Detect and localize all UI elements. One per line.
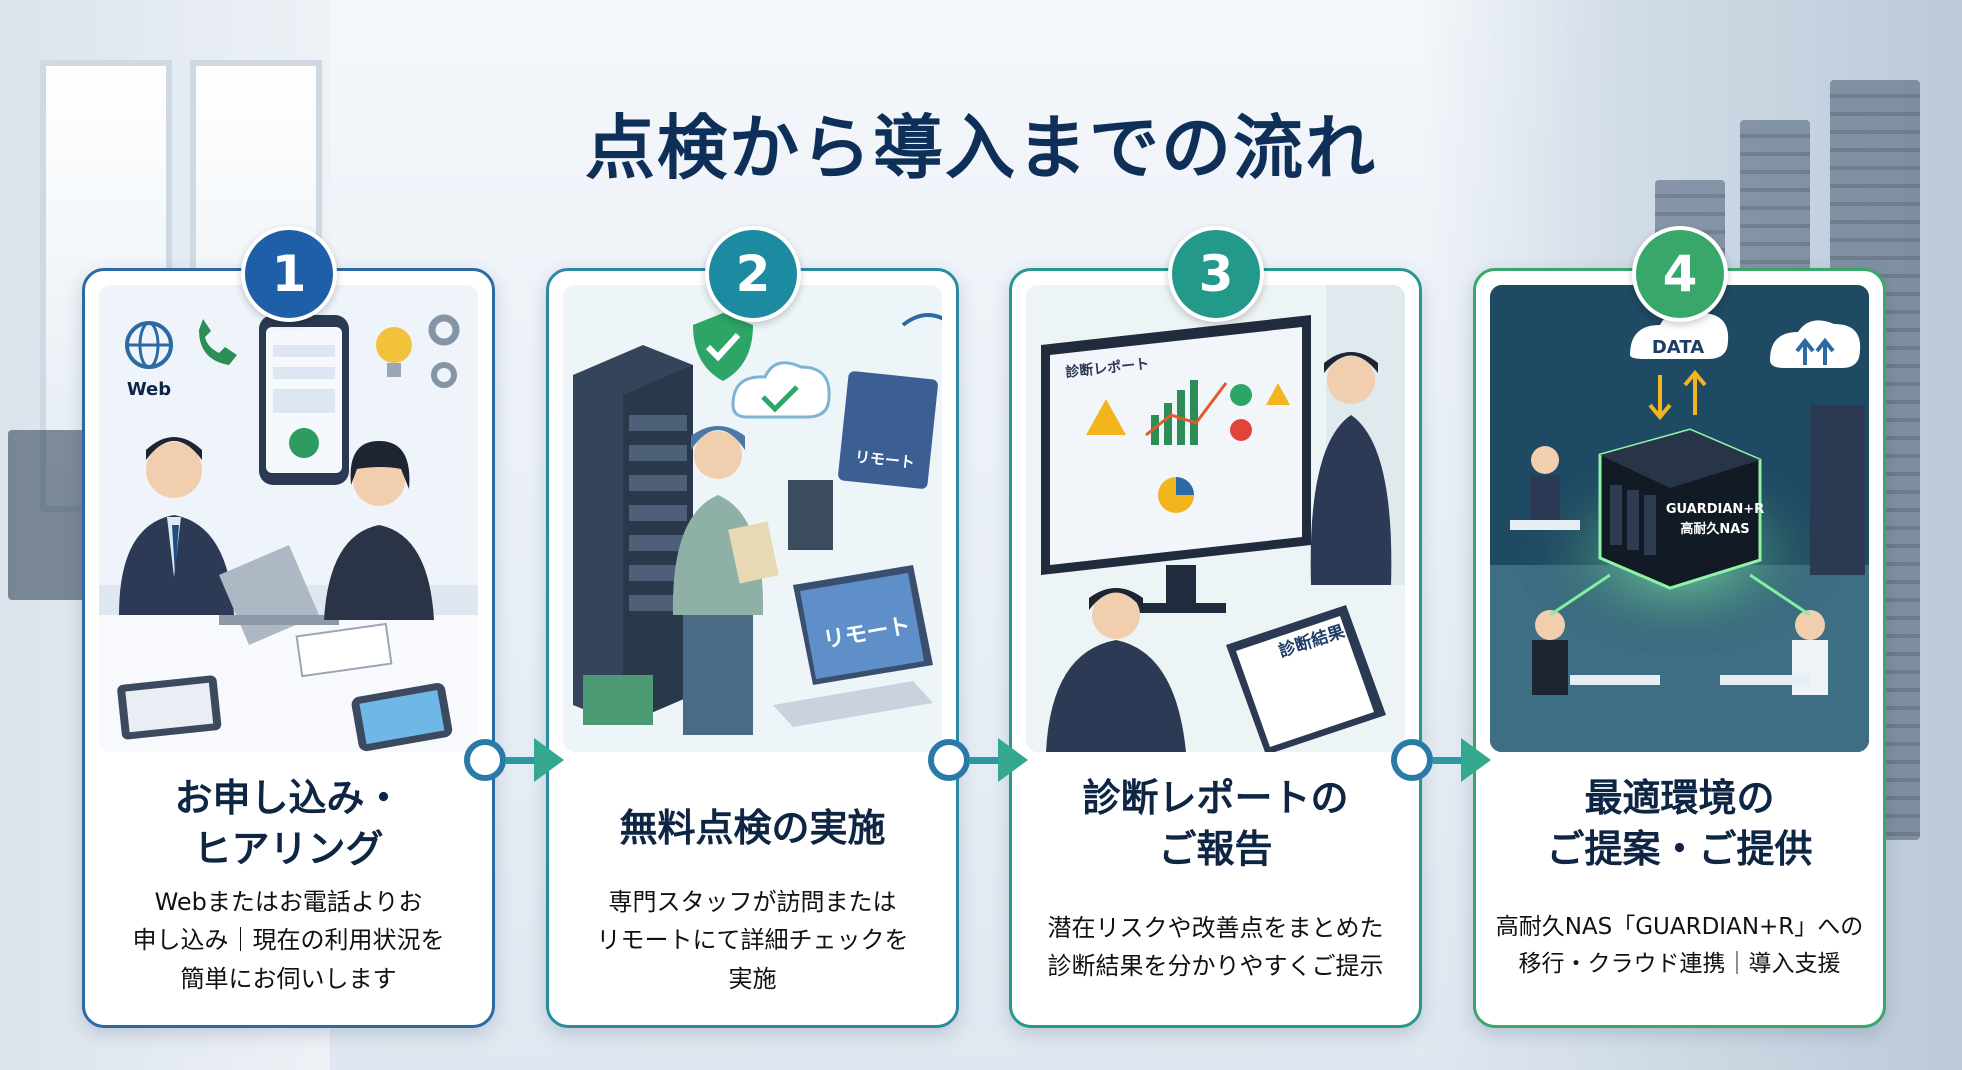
warning-icon	[1086, 399, 1126, 435]
web-label: Web	[127, 379, 171, 400]
step-badge-2: 2	[705, 226, 801, 322]
illustration-application: Web	[99, 285, 478, 752]
arrow-right-icon	[534, 738, 564, 782]
cloud-icon	[731, 361, 831, 419]
step-card-1: Web	[82, 268, 495, 1028]
data-label: DATA	[1652, 337, 1704, 358]
step-badge-3: 3	[1168, 226, 1264, 322]
step-title: 最適環境の ご提案・ご提供	[1546, 776, 1813, 872]
step-description: 高耐久NAS「GUARDIAN+R」への 移行・クラウド連携｜導入支援	[1495, 914, 1864, 977]
globe-icon	[125, 321, 173, 369]
step-title: 診断レポートの ご報告	[1082, 776, 1349, 872]
step-badge-4: 4	[1632, 226, 1728, 322]
page-title: 点検から導入までの流れ	[585, 107, 1377, 189]
step-title: お申し込み・ ヒアリング	[174, 776, 403, 872]
step-badge-1: 1	[241, 226, 337, 322]
arrow-right-icon	[998, 738, 1028, 782]
step-description: 専門スタッフが訪問または リモートにて詳細チェックを 実施	[596, 888, 909, 993]
wifi-icon	[901, 313, 942, 327]
nas-sublabel: 高耐久NAS	[1680, 521, 1749, 537]
lightbulb-icon	[376, 327, 412, 363]
cloud-upload-icon	[1770, 320, 1861, 368]
nas-label: GUARDIAN+R	[1666, 502, 1764, 517]
shield-check-icon	[693, 313, 753, 381]
step-title: 無料点検の実施	[619, 806, 886, 850]
step-arrow-connector	[1391, 735, 1501, 785]
step-card-3: 診断レポート	[1009, 268, 1422, 1028]
phone-icon	[199, 319, 237, 365]
arrow-right-icon	[1461, 738, 1491, 782]
step-description: Webまたはお電話よりお 申し込み｜現在の利用状況を 簡単にお伺いします	[132, 888, 445, 993]
illustration-deployment: DATA GUARDIAN+R 高耐久NAS	[1490, 285, 1869, 752]
step-card-4: DATA GUARDIAN+R 高耐久NAS	[1473, 268, 1886, 1028]
step-arrow-connector	[464, 735, 574, 785]
illustration-inspection: リモート リモート	[563, 285, 942, 752]
step-card-2: リモート リモート 無料点検の実施 専門スタッフが訪問または リモートにて詳細チ…	[546, 268, 959, 1028]
step-arrow-connector	[928, 735, 1038, 785]
data-cloud-icon	[1630, 310, 1729, 359]
step-description: 潜在リスクや改善点をまとめた 診断結果を分かりやすくご提示	[1047, 914, 1384, 981]
illustration-report: 診断レポート	[1026, 285, 1405, 752]
gear-icon	[428, 314, 460, 346]
